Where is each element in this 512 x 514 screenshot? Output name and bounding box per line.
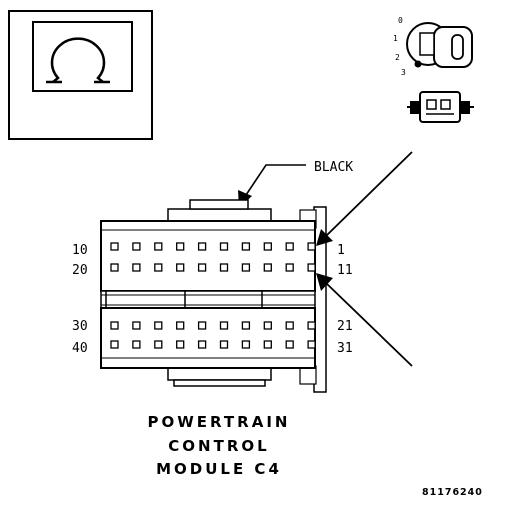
test-lead-arrow-lower: [316, 273, 413, 367]
pin-cavity: [241, 242, 251, 251]
pin-cavity: [241, 321, 251, 330]
ignition-position-0: 3: [401, 68, 406, 77]
pin-cavity: [110, 321, 119, 330]
pin-cavity: [132, 340, 141, 349]
pin-cavity: [285, 242, 294, 251]
ohmmeter-icon: [8, 10, 153, 140]
pin-cavity: [176, 340, 185, 349]
pin-cavity: [307, 242, 316, 251]
pin-cavity: [110, 242, 119, 251]
pin-cavity: [154, 321, 163, 330]
pin-label-20: 20: [72, 263, 88, 278]
ignition-position-1: 2: [395, 53, 400, 62]
pin-cavity: [197, 321, 207, 330]
pin-cavity: [132, 242, 141, 251]
pin-cavity: [197, 242, 207, 251]
ignition-position-3: 0: [398, 16, 403, 25]
pin-label-40: 40: [72, 341, 88, 356]
disconnected-connector-icon: [407, 91, 474, 123]
pin-number-labels: 10 1 20 11 30 21 40 31: [72, 243, 353, 356]
pin-cavity: [132, 263, 141, 272]
pin-cavity: [219, 340, 229, 349]
pin-cavity: [285, 340, 294, 349]
pin-cavity: [197, 340, 207, 349]
pin-cavity: [307, 321, 316, 330]
pin-cavity: [154, 263, 163, 272]
pin-cavity: [197, 263, 207, 272]
pin-cavity: [176, 263, 185, 272]
pin-cavity: [219, 242, 229, 251]
pin-cavity: [176, 242, 185, 251]
pcm-c4-connector: [100, 199, 327, 393]
pin-cavity: [307, 340, 316, 349]
pin-cavity: [219, 263, 229, 272]
pin-cavity: [285, 263, 294, 272]
pin-cavity: [176, 321, 185, 330]
title-line-1: POWERTRAIN: [148, 413, 291, 431]
color-callout: BLACK: [238, 160, 353, 208]
pin-label-10: 10: [72, 243, 88, 258]
pin-cavity: [110, 340, 119, 349]
pin-label-1: 1: [337, 243, 345, 258]
pin-label-21: 21: [337, 319, 353, 334]
title-line-2: CONTROL: [168, 437, 269, 455]
pin-cavity: [154, 242, 163, 251]
pin-cavity: [241, 263, 251, 272]
ignition-key-off-icon: 0 1 2 3: [393, 16, 473, 77]
pin-label-30: 30: [72, 319, 88, 334]
connector-title: POWERTRAIN CONTROL MODULE C4: [148, 413, 291, 478]
pin-label-31: 31: [337, 341, 353, 356]
pin-label-11: 11: [337, 263, 353, 278]
pin-cavity: [219, 321, 229, 330]
pin-cavity: [263, 321, 272, 330]
pin-cavity: [263, 242, 272, 251]
pin-cavity: [241, 340, 251, 349]
pin-cavity: [110, 263, 119, 272]
connector-color-label: BLACK: [314, 160, 353, 175]
pin-cavity: [263, 340, 272, 349]
figure-id: 81176240: [422, 487, 483, 498]
pin-cavity: [154, 340, 163, 349]
pin-cavity: [307, 263, 316, 272]
pin-cavity: [263, 263, 272, 272]
test-lead-arrow-upper: [316, 151, 413, 246]
ignition-position-2: 1: [393, 34, 398, 43]
pin-cavity: [132, 321, 141, 330]
pin-cavity: [285, 321, 294, 330]
connector-cavities: [110, 242, 316, 349]
title-line-3: MODULE C4: [156, 460, 282, 478]
